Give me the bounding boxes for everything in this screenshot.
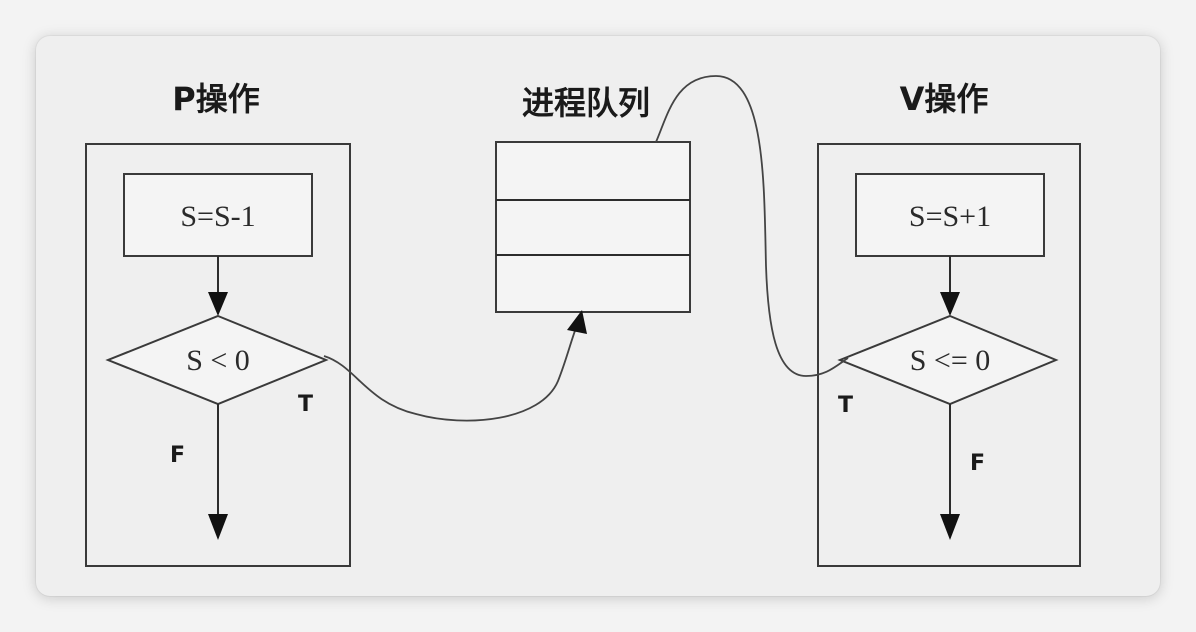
v-operation: V操作 S=S+1 S <= 0 F T [817, 80, 1081, 567]
p-operation-panel [85, 143, 351, 567]
p-decision-arrowhead [208, 292, 228, 316]
pv-operation-diagram: P操作 S=S-1 S < 0 F T 进程队列 V操作 S=S+1 S <= … [85, 75, 1081, 567]
p-action-text: S=S-1 [180, 200, 255, 233]
v-action-text: S=S+1 [909, 200, 991, 233]
v-operation-panel [817, 143, 1081, 567]
p-operation: P操作 S=S-1 S < 0 F T [85, 80, 351, 567]
process-queue-box [495, 141, 691, 313]
p-false-label: F [170, 443, 185, 468]
process-queue: 进程队列 [495, 84, 691, 313]
v-action-box [855, 173, 1045, 257]
diagram-card: P操作 S=S-1 S < 0 F T 进程队列 V操作 S=S+1 S <= … [36, 36, 1160, 596]
p-false-arrowhead [208, 514, 228, 540]
p-enqueue-curve [323, 327, 577, 422]
v-decision-arrowhead [940, 292, 960, 316]
v-decision-text: S <= 0 [910, 344, 991, 377]
v-true-label: T [838, 393, 853, 418]
v-false-arrowhead [940, 514, 960, 540]
v-operation-title: V操作 [900, 80, 989, 118]
p-decision-text: S < 0 [186, 344, 250, 377]
process-queue-title: 进程队列 [522, 84, 650, 122]
v-dequeue-curve [655, 75, 849, 377]
p-true-label: T [298, 392, 313, 417]
p-enqueue-arrowhead [567, 310, 587, 334]
p-operation-title: P操作 [172, 80, 259, 118]
v-false-label: F [970, 451, 985, 476]
